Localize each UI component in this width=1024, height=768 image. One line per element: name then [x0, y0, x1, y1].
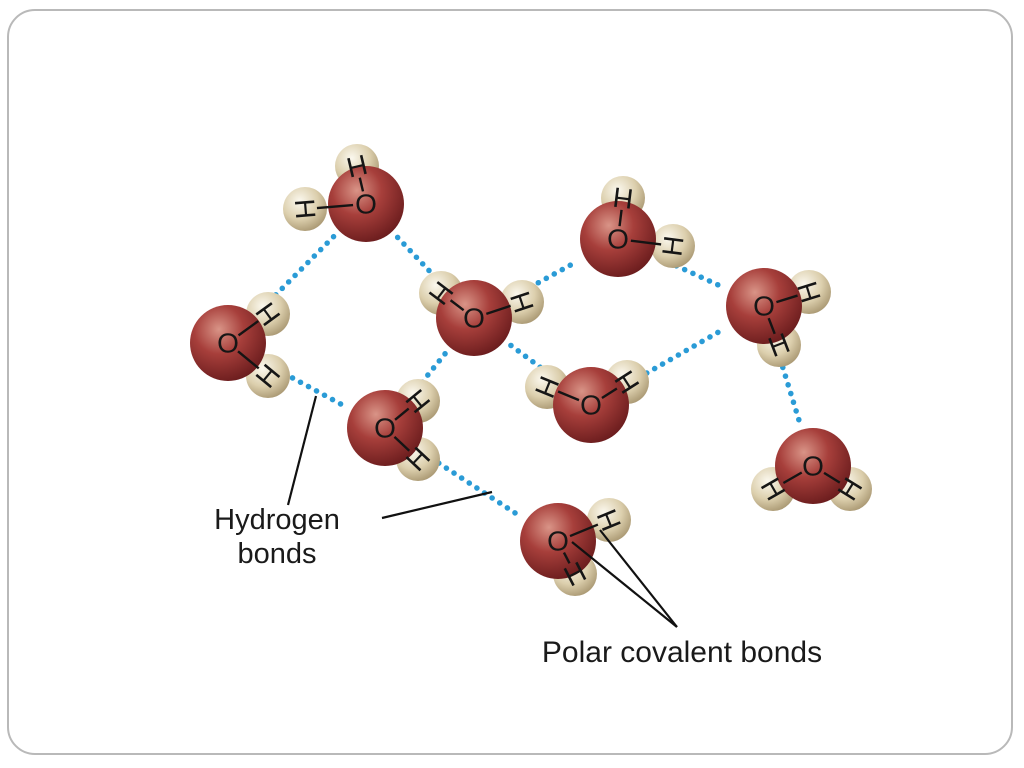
oxygen-atom	[436, 280, 512, 356]
polar-covalent-bond	[562, 552, 571, 564]
polar-covalent-bond	[394, 407, 410, 421]
hydrogen-bond	[411, 351, 448, 395]
polar-covalent-bond	[316, 203, 354, 210]
hydrogen-bonds-label-line1: Hydrogen	[214, 504, 340, 536]
hydrogen-bond-pointer-right	[381, 490, 493, 520]
oxygen-atom	[520, 503, 596, 579]
polar-covalent-bond	[358, 177, 365, 192]
oxygen-symbol: O	[753, 291, 775, 322]
hydrogen-bond	[257, 233, 337, 314]
polar-covalent-bond	[393, 436, 411, 452]
polar-covalent-pointer-1	[571, 541, 678, 628]
oxygen-atom	[328, 166, 404, 242]
oxygen-atom	[190, 305, 266, 381]
hydrogen-bond	[511, 258, 581, 299]
water-molecule-bottom-center: OHH	[520, 498, 631, 596]
polar-covalent-bond	[767, 317, 776, 335]
polar-covalent-bond	[618, 209, 623, 227]
water-molecule-top-left: OHH	[283, 144, 404, 242]
polar-covalent-bond	[782, 471, 803, 485]
polar-covalent-bond	[449, 299, 465, 312]
polar-covalent-bond	[237, 320, 259, 337]
hydrogen-atom	[587, 498, 631, 542]
polar-covalent-bond	[569, 523, 599, 538]
polar-covalent-bond	[823, 471, 841, 484]
oxygen-atom	[726, 268, 802, 344]
polar-covalent-bond	[630, 239, 662, 246]
polar-covalent-bonds-label: Polar covalent bonds	[542, 636, 822, 669]
hydrogen-bond-pointer-left	[286, 395, 318, 506]
oxygen-symbol: O	[580, 390, 602, 421]
hydrogen-bond	[265, 362, 348, 409]
oxygen-symbol: O	[607, 224, 629, 255]
oxygen-symbol: O	[463, 303, 485, 334]
oxygen-atom	[775, 428, 851, 504]
oxygen-symbol: O	[374, 413, 396, 444]
oxygen-symbol: O	[547, 526, 569, 557]
oxygen-symbol: O	[355, 189, 377, 220]
slide-frame	[7, 9, 1013, 755]
water-molecule-top-center-right: OHH	[580, 176, 695, 277]
polar-covalent-bond	[485, 304, 511, 316]
polar-covalent-bond	[557, 390, 580, 402]
hydrogen-bond	[774, 347, 803, 425]
hydrogen-symbol: H	[289, 198, 322, 221]
polar-covalent-pointer-2	[599, 529, 678, 628]
oxygen-atom	[580, 201, 656, 277]
polar-covalent-bond	[776, 294, 798, 304]
oxygen-atom	[553, 367, 629, 443]
hydrogen-symbol: H	[611, 181, 635, 214]
hydrogen-bonds-label-line2: bonds	[237, 538, 316, 570]
water-molecule-center-left-lower: OHH	[347, 379, 440, 481]
water-molecule-left: OHH	[190, 292, 290, 398]
hydrogen-atom	[283, 187, 327, 231]
hydrogen-atom	[651, 224, 695, 268]
polar-covalent-bond	[237, 350, 260, 370]
oxygen-symbol: O	[802, 451, 824, 482]
oxygen-symbol: O	[217, 328, 239, 359]
polar-covalent-bond	[601, 387, 618, 400]
hydrogen-symbol: H	[656, 234, 689, 258]
